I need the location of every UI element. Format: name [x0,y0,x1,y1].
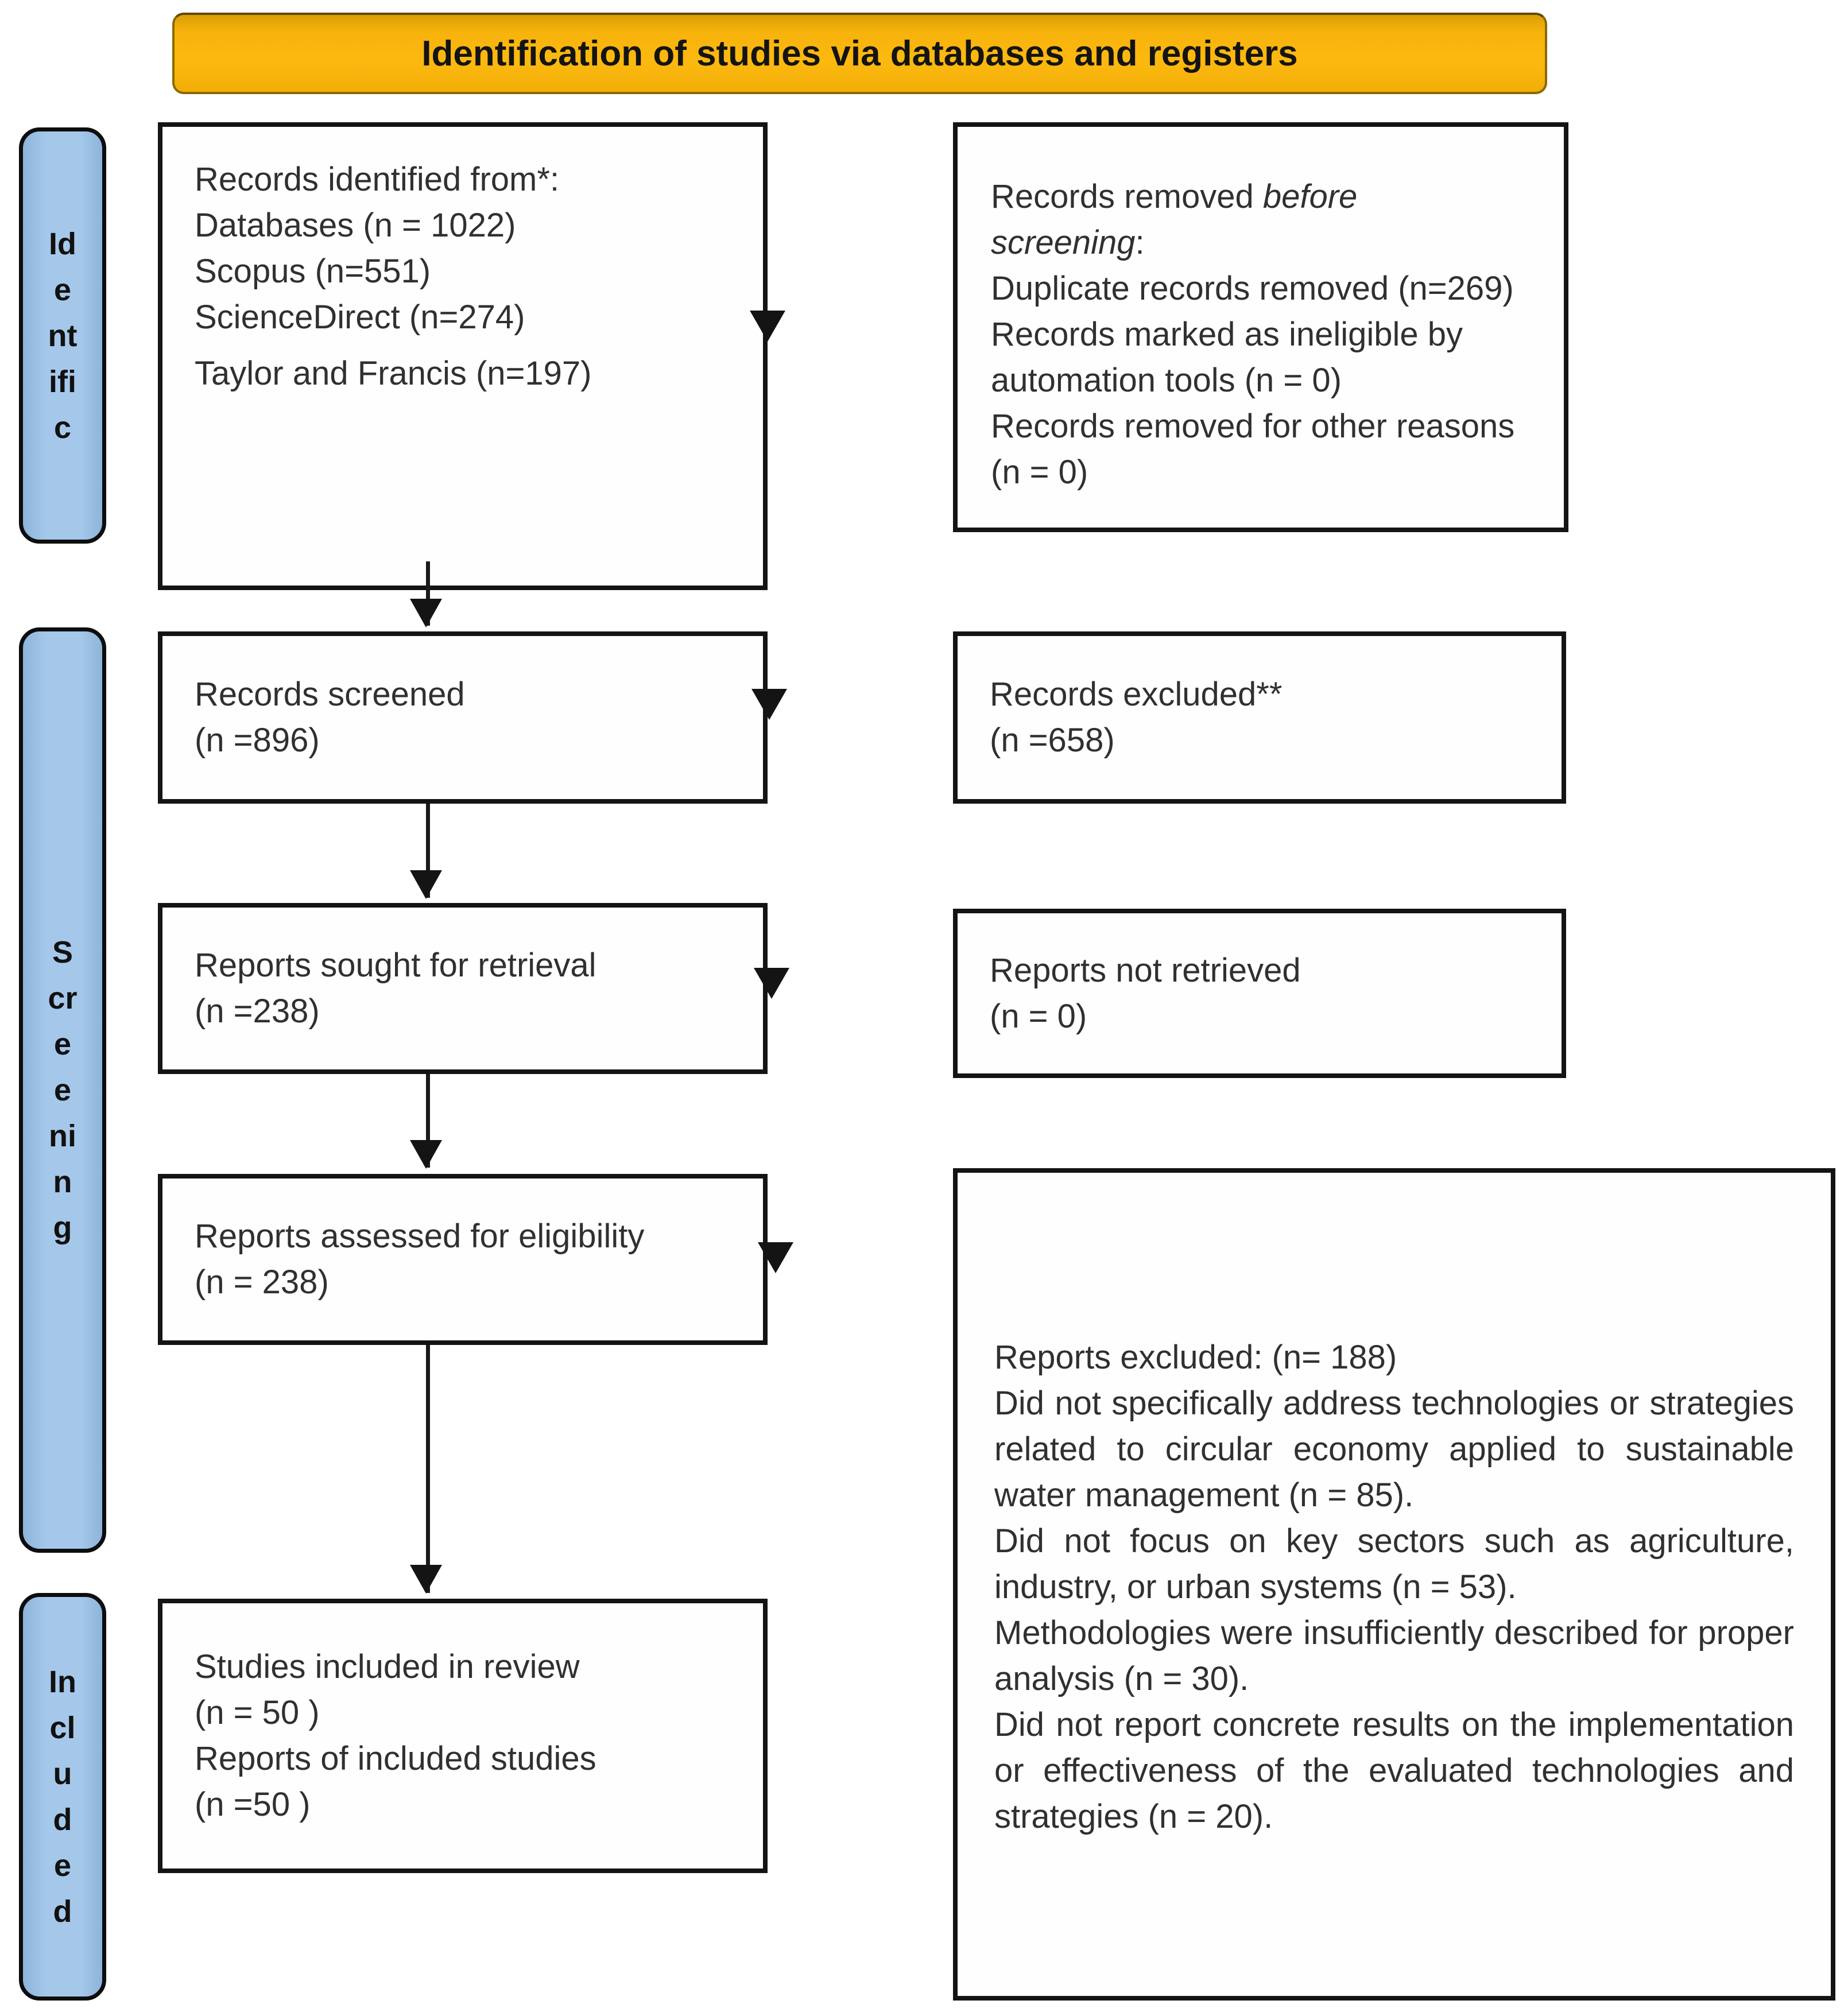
studies-included-count: (n =50 ) [195,1786,311,1823]
reports-excluded-title: Reports excluded: (n= 188) [994,1339,1397,1376]
reports-not-retrieved-box: Reports not retrieved (n = 0) [953,909,1566,1078]
exclusion-reason: Did not focus on key sectors such as agr… [994,1522,1794,1606]
down-arrow-icon [410,599,442,627]
down-arrow-icon [410,1565,442,1594]
reports-assessed-count: (n = 238) [195,1263,329,1301]
records-identified-box: Records identified from*: Databases (n =… [158,122,768,590]
records-identified-line: Scopus (n=551) [195,253,431,290]
connector-line [426,1074,430,1168]
reports-not-retrieved-count: (n = 0) [990,997,1087,1035]
records-excluded-line: Records excluded** [990,676,1283,713]
stage-included-label: Included [49,1665,76,1929]
down-arrow-icon [750,311,785,342]
records-identified-line: ScienceDirect (n=274) [195,298,525,336]
exclusion-reason: Did not specifically address technologie… [994,1385,1794,1514]
down-arrow-icon [754,968,789,999]
connector-line [426,561,430,626]
stage-identification-label: Identific [48,226,78,445]
records-screened-box: Records screened (n =896) [158,631,768,804]
reports-assessed-line: Reports assessed for eligibility [195,1218,645,1255]
exclusion-reason: Did not report concrete results on the i… [994,1706,1794,1835]
connector-line [426,804,430,898]
records-removed-item: Duplicate records removed (n=269) [991,270,1514,307]
studies-included-line: Reports of included studies [195,1740,596,1777]
stage-included: Included [19,1593,106,2001]
reports-sought-line: Reports sought for retrieval [195,947,596,984]
reports-not-retrieved-line: Reports not retrieved [990,951,1301,989]
stage-identification: Identific [19,127,106,544]
banner: Identification of studies via databases … [172,13,1547,94]
studies-included-line: Studies included in review [195,1648,580,1685]
records-screened-line: Records screened [195,676,465,713]
records-identified-line: Records identified from*: [195,161,560,198]
reports-sought-box: Reports sought for retrieval (n =238) [158,903,768,1074]
records-screened-count: (n =896) [195,722,320,759]
reports-sought-count: (n =238) [195,993,320,1030]
records-removed-item: Records removed for other reasons (n = 0… [991,408,1515,491]
down-arrow-icon [758,1242,793,1273]
studies-included-box: Studies included in review (n = 50 ) Rep… [158,1599,768,1873]
down-arrow-icon [410,1140,442,1169]
records-identified-line: Taylor and Francis (n=197) [195,355,592,392]
down-arrow-icon [410,870,442,899]
records-excluded-box: Records excluded** (n =658) [953,631,1566,804]
stage-screening-label: Screening [48,935,78,1245]
records-excluded-count: (n =658) [990,722,1115,759]
exclusion-reason: Methodologies were insufficiently descri… [994,1614,1794,1697]
studies-included-count: (n = 50 ) [195,1694,320,1731]
reports-excluded-detail-box: Reports excluded: (n= 188) Did not speci… [953,1168,1835,2001]
connector-line [426,1345,430,1593]
banner-title: Identification of studies via databases … [421,33,1298,73]
down-arrow-icon [751,689,787,720]
reports-assessed-box: Reports assessed for eligibility (n = 23… [158,1174,768,1345]
records-identified-line: Databases (n = 1022) [195,207,516,244]
records-removed-item: Records marked as ineligible by automati… [991,316,1463,399]
stage-screening: Screening [19,627,106,1553]
